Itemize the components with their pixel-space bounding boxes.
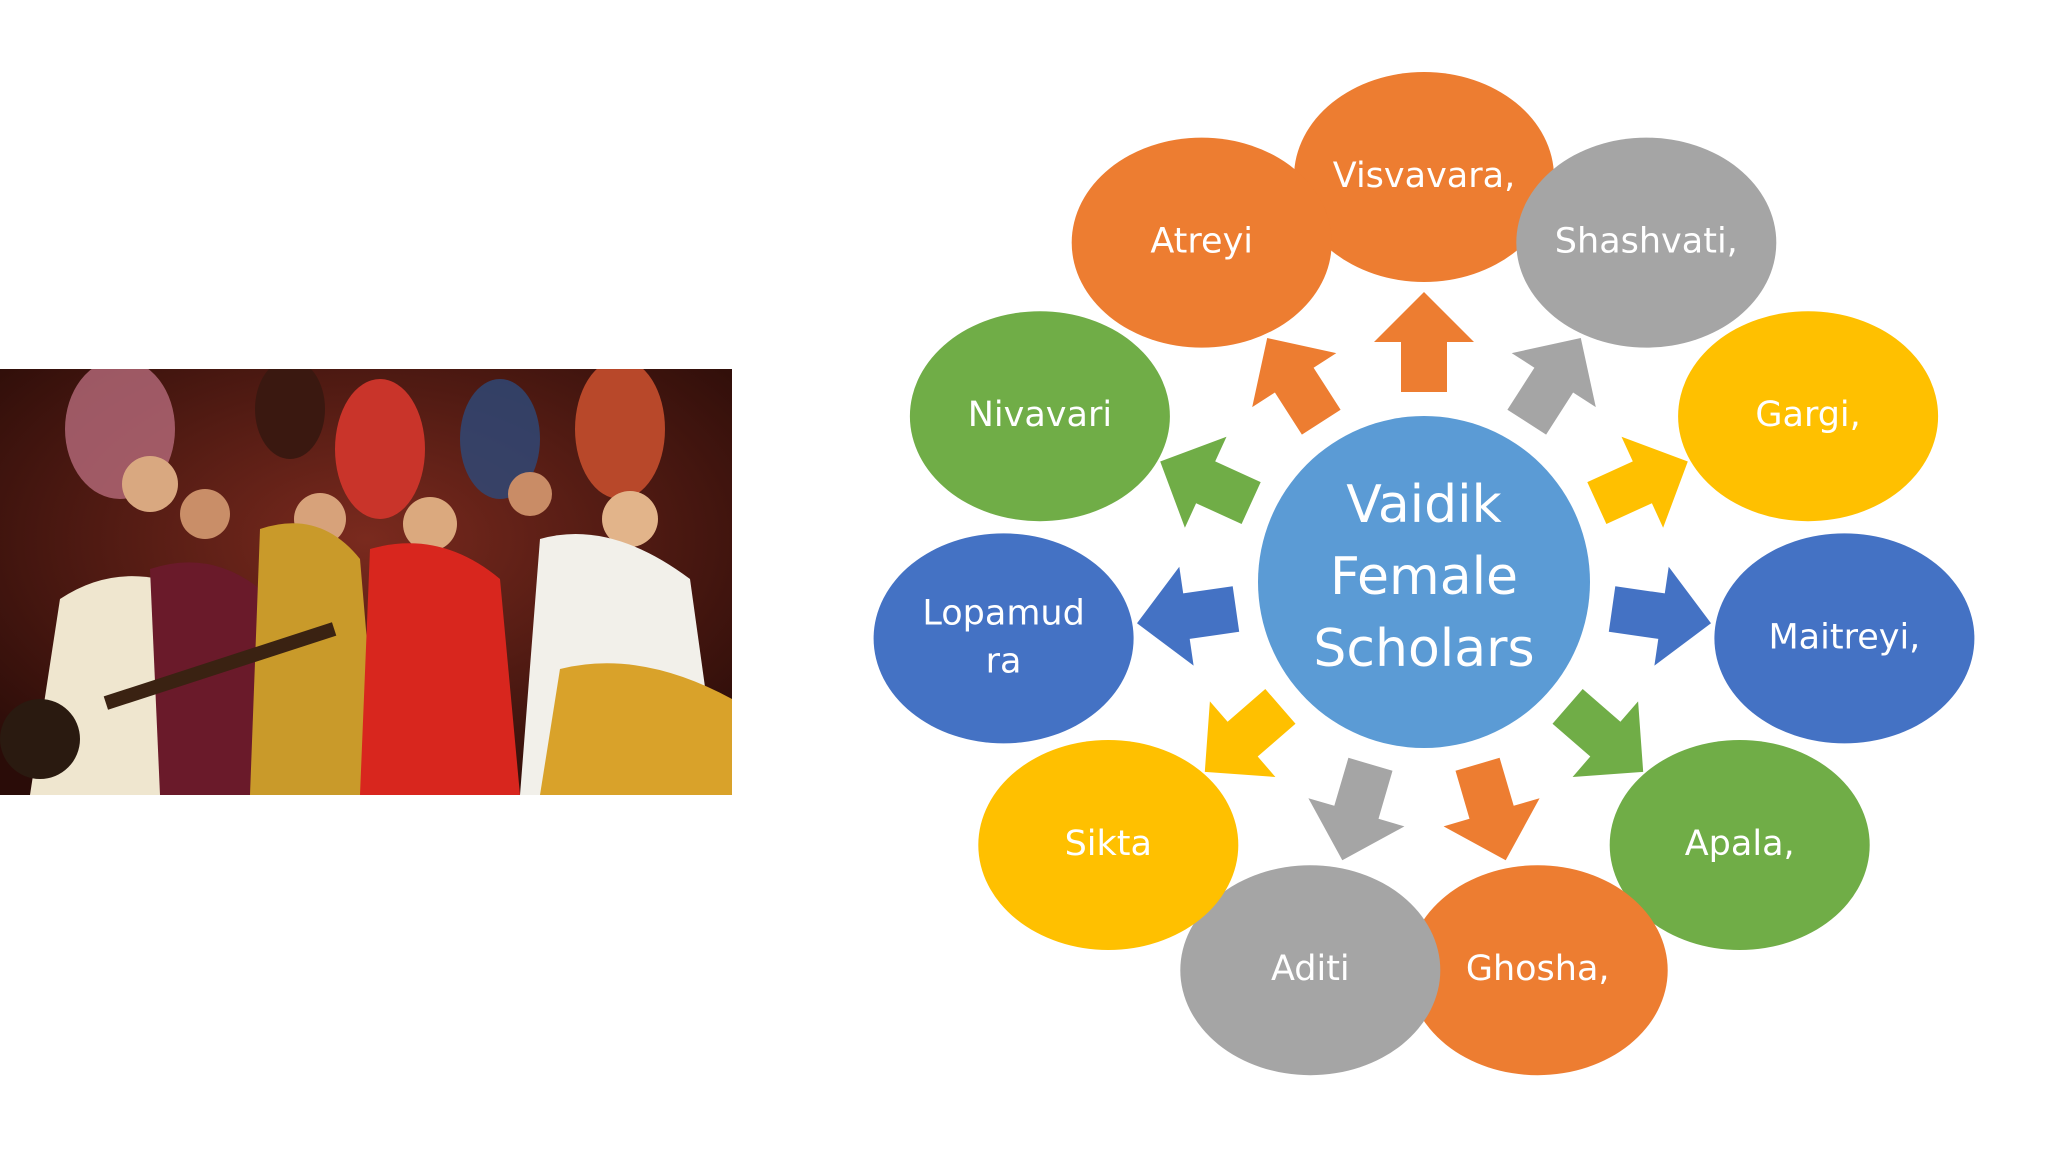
arrow-5 [1552, 689, 1644, 777]
arrow-11 [1252, 338, 1341, 435]
node-label-3-1: Gargi, [1755, 395, 1860, 435]
node-ellipse-3 [1678, 311, 1939, 522]
arrow-6 [1443, 757, 1540, 861]
center-label-line-1: Vaidik [1346, 475, 1501, 535]
arrow-2 [1507, 338, 1596, 435]
node-ellipse-9 [873, 533, 1134, 744]
node-label-9-2: ra [986, 641, 1022, 681]
node-ellipse-6 [1407, 865, 1668, 1076]
node-7: Aditi [1180, 865, 1441, 1076]
center-circle [1258, 416, 1590, 748]
arrow-3 [1587, 436, 1688, 528]
node-2: Shashvati, [1516, 137, 1777, 348]
node-ellipse-5 [1609, 740, 1870, 950]
node-10: Nivavari [909, 311, 1170, 522]
node-label-9-1: Lopamud [922, 593, 1084, 633]
node-label-11-1: Atreyi [1150, 222, 1253, 262]
node-label-2-1: Shashvati, [1555, 222, 1738, 262]
node-label-7-1: Aditi [1271, 949, 1350, 989]
node-ellipse-11 [1071, 137, 1332, 348]
node-label-4-1: Maitreyi, [1768, 617, 1920, 657]
node-ellipse-7 [1180, 865, 1441, 1076]
arrow-1 [1374, 292, 1474, 392]
node-5: Apala, [1609, 740, 1870, 950]
node-ellipse-2 [1516, 137, 1777, 348]
arrow-8 [1204, 689, 1296, 777]
painting-image [0, 369, 732, 795]
node-1: Visvavara, [1294, 72, 1554, 282]
node-6: Ghosha, [1407, 865, 1668, 1076]
center-label-line-3: Scholars [1313, 619, 1534, 679]
arrow-7 [1308, 757, 1405, 861]
node-8: Sikta [978, 740, 1239, 950]
arrow-10 [1160, 436, 1261, 528]
arrow-9 [1137, 566, 1240, 666]
node-11: Atreyi [1071, 137, 1332, 348]
node-label-1-1: Visvavara, [1333, 156, 1515, 196]
node-ellipse-1 [1294, 72, 1554, 282]
center-label-line-2: Female [1330, 547, 1518, 607]
node-label-10-1: Nivavari [968, 395, 1112, 435]
arrows-layer [1137, 292, 1711, 861]
node-label-8-1: Sikta [1065, 824, 1152, 864]
node-3: Gargi, [1678, 311, 1939, 522]
node-label-6-1: Ghosha, [1466, 949, 1610, 989]
node-ellipse-8 [978, 740, 1239, 950]
nodes-layer: Visvavara, Shashvati, Gargi, Maitreyi, Apala… [873, 72, 1975, 1076]
arrow-4 [1608, 566, 1711, 666]
center-node: Vaidik Female Scholars [1258, 416, 1590, 748]
node-ellipse-10 [909, 311, 1170, 522]
node-ellipse-4 [1714, 533, 1975, 744]
node-4: Maitreyi, [1714, 533, 1975, 744]
node-9: Lopamud ra [873, 533, 1134, 744]
node-label-5-1: Apala, [1685, 824, 1795, 864]
